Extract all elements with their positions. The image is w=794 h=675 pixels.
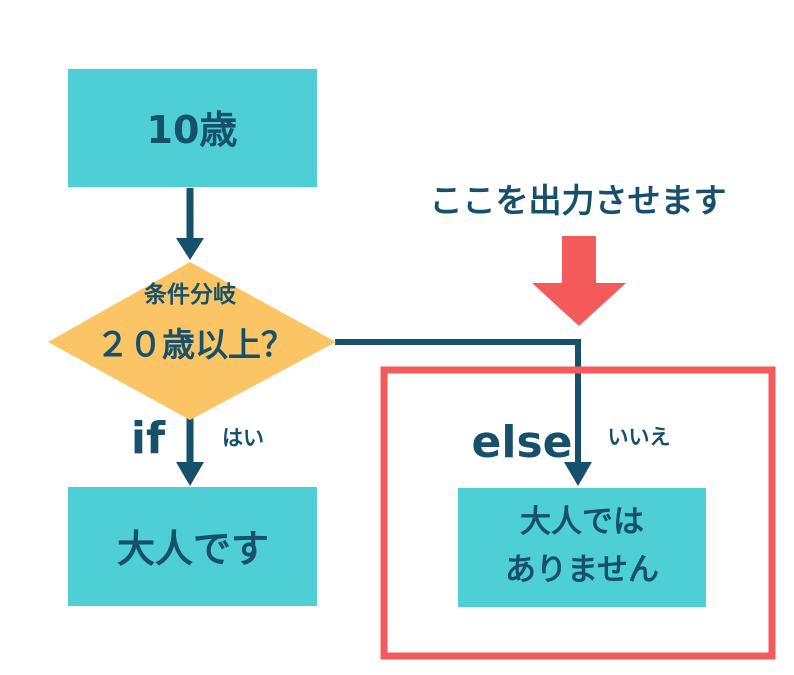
no-answer: いいえ bbox=[608, 425, 671, 449]
connector-no-branch bbox=[335, 339, 581, 466]
start-label: 10歳 bbox=[147, 108, 238, 152]
no-result-line2: ありません bbox=[505, 552, 659, 588]
decision-caption: 条件分岐 bbox=[144, 281, 237, 308]
yes-result-label: 大人です bbox=[117, 527, 269, 571]
no-result-box bbox=[458, 488, 706, 607]
no-result-line1: 大人では bbox=[520, 504, 644, 540]
arrowhead-to-decision bbox=[176, 238, 204, 260]
callout-text: ここを出力させます bbox=[430, 181, 727, 220]
highlight-frame bbox=[380, 366, 776, 660]
arrowhead-to-no-result bbox=[564, 462, 592, 486]
start-box bbox=[68, 69, 317, 187]
arrowhead-to-yes-result bbox=[176, 462, 204, 486]
decision-diamond bbox=[48, 262, 336, 420]
yes-answer: はい bbox=[222, 426, 264, 450]
down-arrow-icon bbox=[532, 236, 626, 326]
yes-result-box bbox=[68, 487, 317, 606]
decision-question: ２０歳以上？ bbox=[96, 325, 294, 364]
if-keyword: if bbox=[131, 413, 166, 464]
else-keyword: else bbox=[472, 417, 573, 468]
